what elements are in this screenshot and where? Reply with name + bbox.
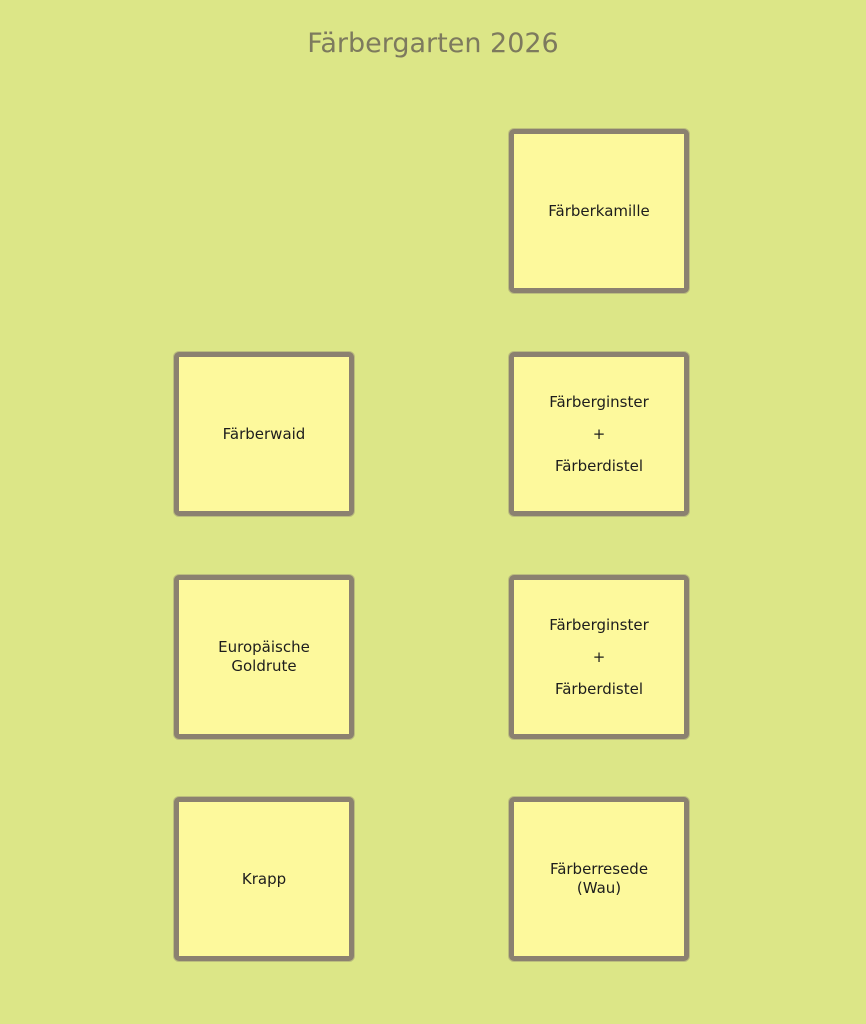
bed-krapp: Krapp [174, 797, 354, 961]
bed-farberresede: Färberresede (Wau) [509, 797, 689, 961]
bed-label: (Wau) [576, 879, 622, 897]
bed-label: Färberginster [549, 392, 649, 411]
bed-farberwaid: Färberwaid [174, 352, 354, 516]
page-title: Färbergarten 2026 [307, 28, 559, 59]
bed-label: Krapp [241, 869, 287, 888]
bed-label: Färberdistel [554, 679, 644, 698]
bed-label: Färberwaid [222, 424, 306, 443]
bed-plus: + [592, 424, 606, 443]
bed-farberkamille: Färberkamille [509, 129, 689, 293]
bed-farberginster-farberdistel-2: Färberginster + Färberdistel [509, 575, 689, 739]
bed-label: Färberginster [549, 615, 649, 634]
bed-plus: + [592, 647, 606, 666]
bed-label: Färberkamille [548, 201, 650, 220]
bed-goldrute: Europäische Goldrute [174, 575, 354, 739]
bed-label: Europäische [218, 638, 310, 656]
bed-label: Färberresede [549, 860, 649, 878]
bed-label: Goldrute [231, 657, 297, 675]
bed-farberginster-farberdistel-1: Färberginster + Färberdistel [509, 352, 689, 516]
bed-label: Färberdistel [554, 456, 644, 475]
